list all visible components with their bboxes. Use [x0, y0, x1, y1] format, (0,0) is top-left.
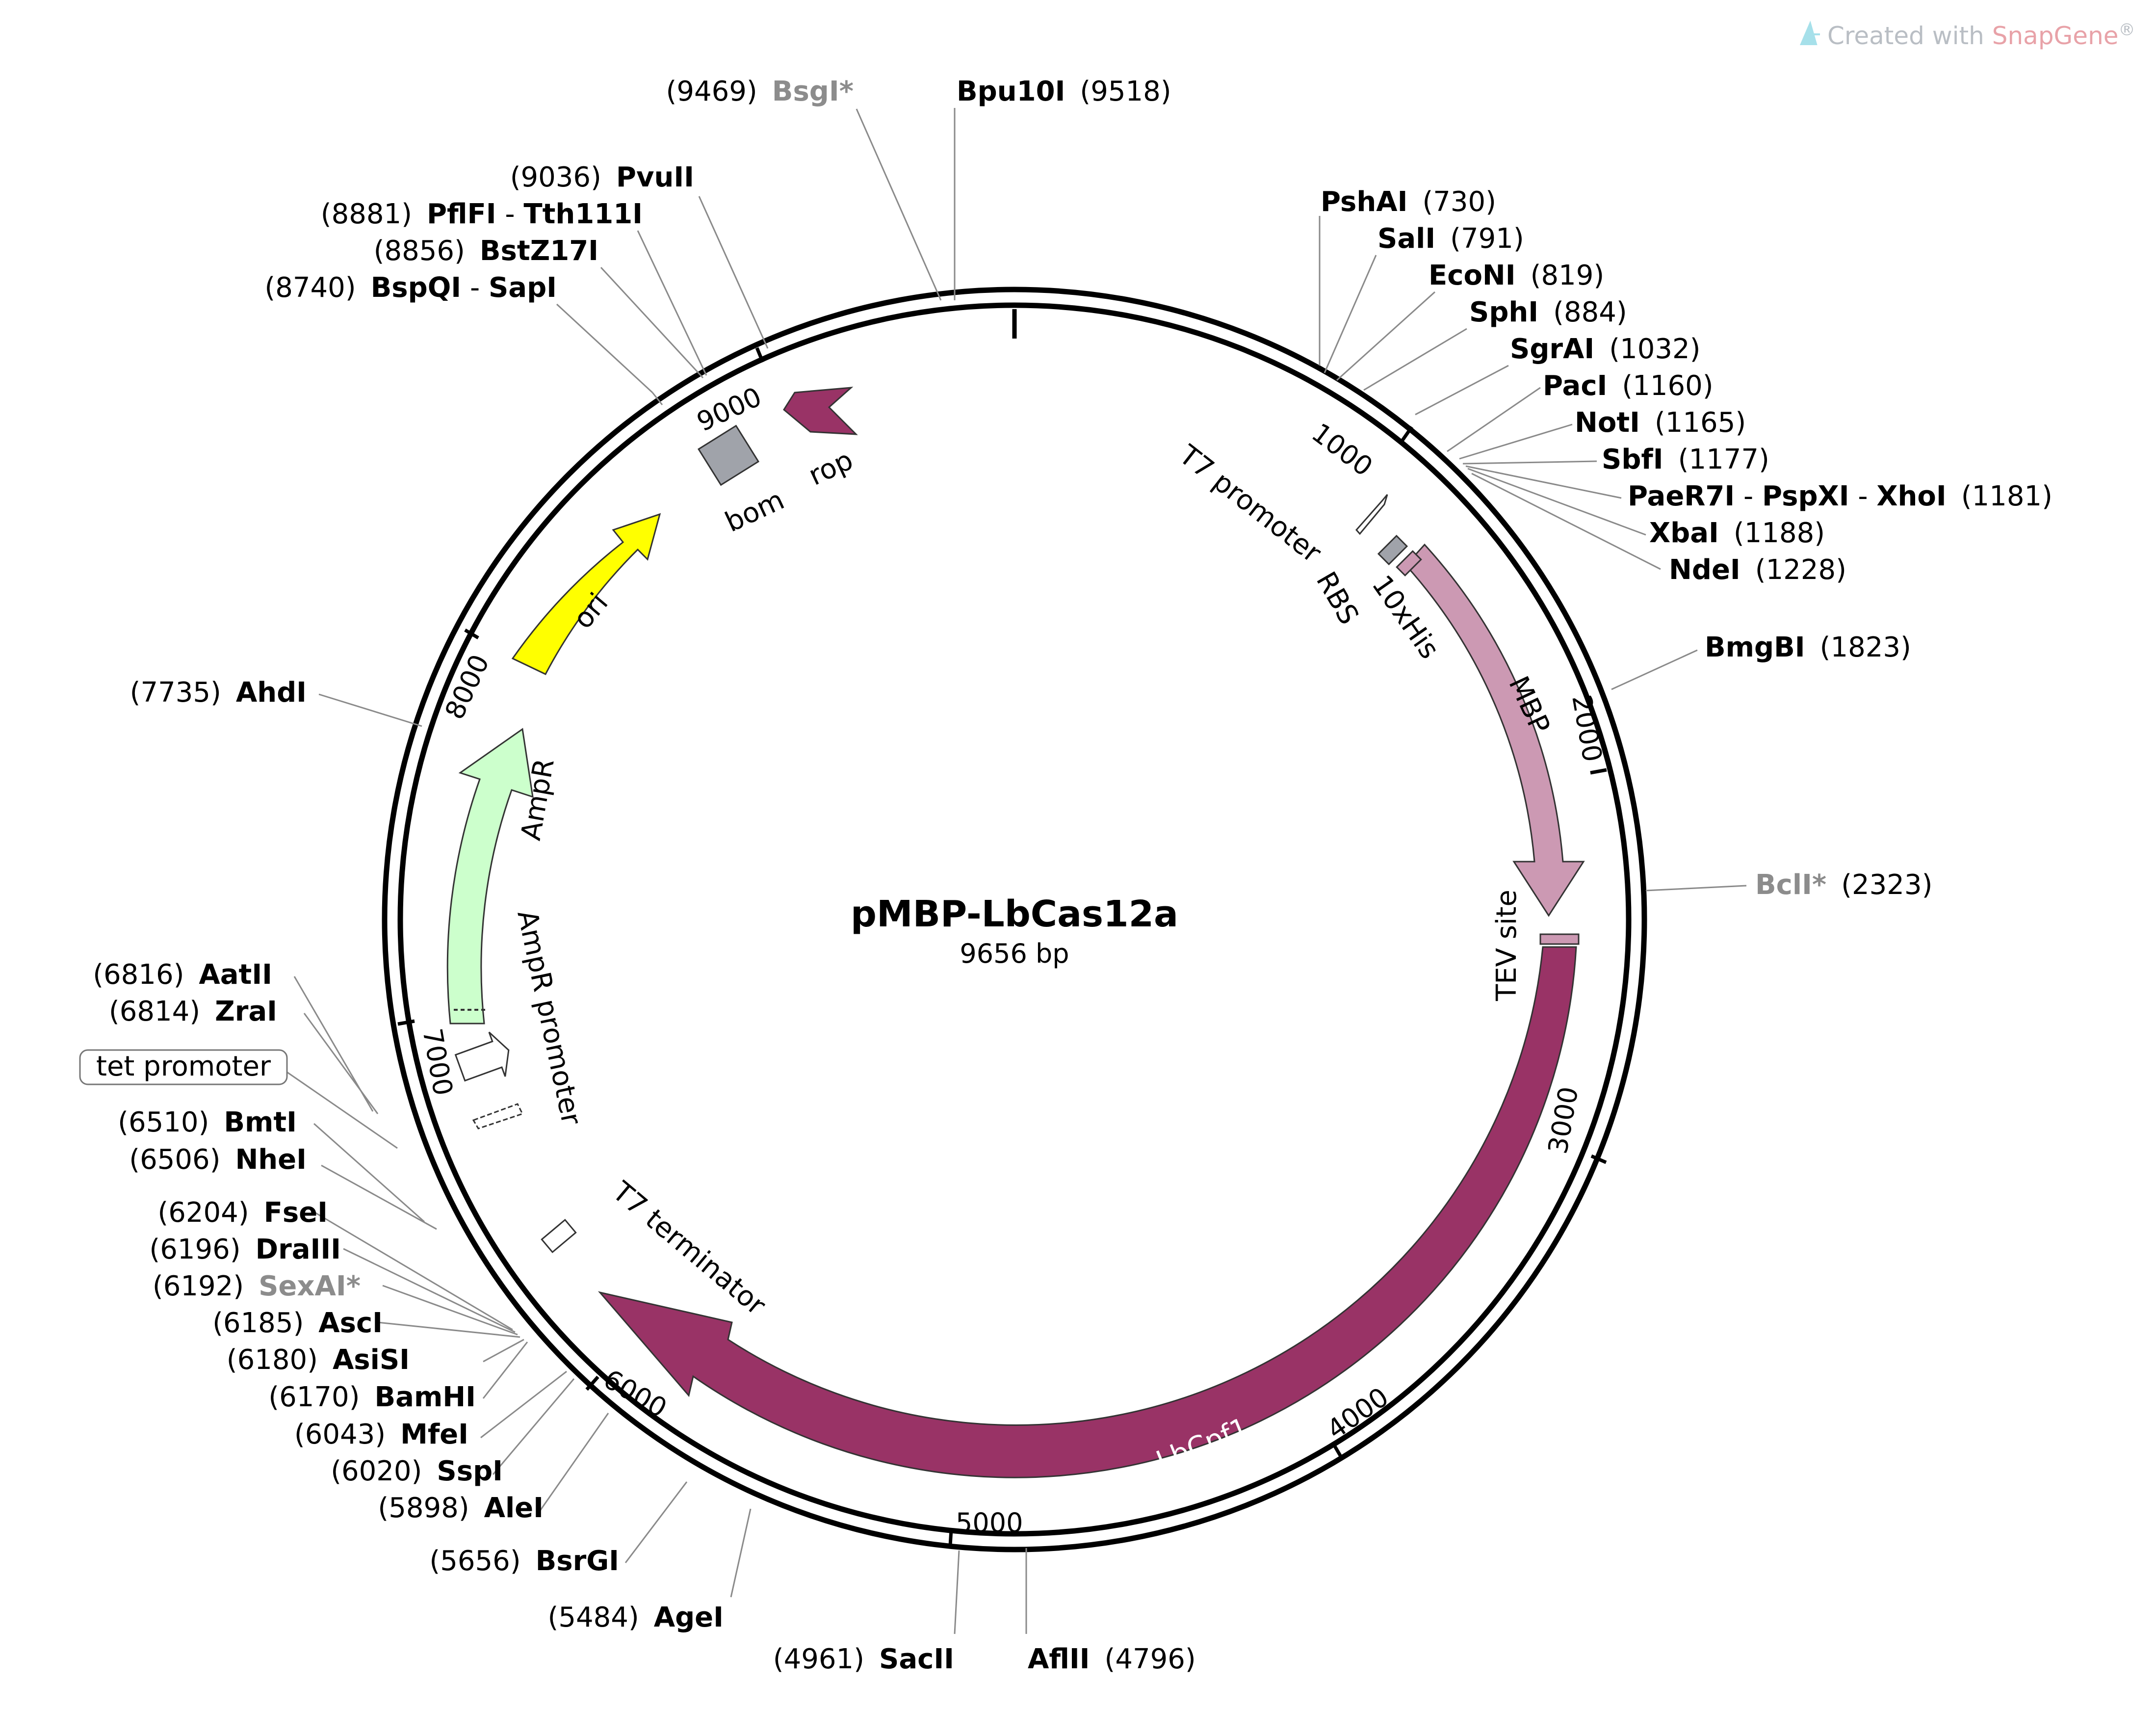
features [446, 387, 1585, 1478]
enzyme-bsrgi: (5656)BsrGI [429, 1545, 619, 1577]
enzyme-aflii: AflII(4796) [1028, 1643, 1196, 1675]
enzyme-aatii: (6816)AatII [93, 959, 272, 991]
enzyme-sgrai: SgrAI(1032) [1510, 333, 1700, 365]
enzyme-bpu10i: Bpu10I(9518) [957, 76, 1171, 107]
feature-t7-promoter[interactable] [1355, 494, 1388, 535]
feature-10xhis[interactable] [1377, 534, 1408, 566]
label-t7-promoter: T7 promoter [1173, 439, 1327, 569]
enzyme-labels: Bpu10I(9518) (9469)BsgI* (9036)PvuII (88… [79, 76, 2052, 1675]
enzyme-zrai: (6814)ZraI [109, 996, 277, 1027]
enzyme-bstz17i: (8856)BstZ17I [374, 235, 598, 267]
enzyme-bcli: BclI*(2323) [1755, 869, 1932, 901]
enzyme-bmgbi: BmgBI(1823) [1705, 631, 1911, 663]
tick-4000: 4000 [1321, 1381, 1394, 1445]
tick-1000: 1000 [1306, 417, 1378, 482]
enzyme-sexai: (6192)SexAI* [153, 1270, 361, 1302]
feature-mbp[interactable] [1404, 543, 1585, 917]
enzyme-nhei: (6506)NheI [129, 1144, 307, 1176]
enzyme-sbfi: SbfI(1177) [1602, 444, 1769, 475]
feature-t7-terminator[interactable] [541, 1218, 577, 1254]
tick-6000: 6000 [598, 1364, 673, 1424]
label-tet-promoter: tet promoter [96, 1051, 271, 1082]
enzyme-sacii: (4961)SacII [773, 1643, 954, 1675]
enzyme-xbai: XbaI(1188) [1649, 517, 1825, 549]
label-tev-site: TEV site [1491, 890, 1523, 1001]
enzyme-noti: NotI(1165) [1575, 407, 1746, 439]
enzyme-bamhi: (6170)BamHI [268, 1381, 476, 1413]
label-rbs: RBS [1310, 567, 1365, 630]
feature-tev-site[interactable] [1539, 933, 1580, 945]
label-ampr-promoter: AmpR promoter [511, 907, 587, 1128]
enzyme-bsgi: (9469)BsgI* [666, 76, 854, 107]
feature-ori[interactable] [511, 513, 661, 675]
enzyme-mfei: (6043)MfeI [294, 1419, 468, 1450]
enzyme-pflfi-tth111i: (8881)PflFI - Tth111I [321, 198, 643, 230]
plasmid-name: pMBP-LbCas12a [851, 893, 1178, 935]
enzyme-draiii: (6196)DraIII [149, 1234, 341, 1265]
label-bom: bom [720, 484, 789, 538]
enzyme-agei: (5484)AgeI [548, 1602, 724, 1633]
tet-promoter-label-box [79, 1049, 288, 1085]
label-rop: rop [804, 444, 857, 492]
enzyme-fsei: (6204)FseI [157, 1197, 328, 1229]
enzyme-asci: (6185)AscI [212, 1307, 383, 1339]
snapgene-logo-icon [1799, 21, 1820, 45]
snapgene-credit: Created with SnapGene® [1799, 20, 2135, 50]
feature-lbcpf1[interactable] [597, 946, 1577, 1478]
tick-2000: 2000 [1566, 692, 1608, 764]
tick-3000: 3000 [1542, 1084, 1585, 1156]
enzyme-sspi: (6020)SspI [331, 1455, 503, 1487]
backbone [382, 287, 1647, 1552]
enzyme-paci: PacI(1160) [1543, 370, 1714, 402]
enzyme-ahdi: (7735)AhdI [130, 677, 307, 709]
feature-ampr-promoter[interactable] [452, 1028, 517, 1090]
enzyme-bmti: (6510)BmtI [118, 1106, 297, 1138]
enzyme-econi: EcoNI(819) [1429, 260, 1604, 291]
enzyme-sali: SalI(791) [1377, 223, 1524, 255]
feature-bom[interactable] [697, 424, 760, 486]
feature-rop[interactable] [783, 387, 858, 435]
enzyme-ndei: NdeI(1228) [1669, 554, 1846, 586]
credit-text: Created with SnapGene® [1827, 20, 2135, 50]
tick-5000: 5000 [956, 1507, 1023, 1538]
feature-his-box[interactable] [1396, 550, 1422, 577]
enzyme-pvuii: (9036)PvuII [510, 161, 694, 193]
enzyme-pshai: PshAI(730) [1321, 186, 1496, 218]
enzyme-paer7i-pspxi-xhoi: PaeR7I - PspXI - XhoI(1181) [1628, 480, 2052, 512]
plasmid-length: 9656 bp [960, 938, 1069, 969]
feature-ampr[interactable] [446, 728, 534, 1025]
enzyme-sphi: SphI(884) [1469, 296, 1627, 328]
enzyme-asisi: (6180)AsiSI [227, 1344, 410, 1376]
enzyme-alei: (5898)AleI [378, 1492, 544, 1524]
leader-lines [286, 108, 1747, 1634]
feature-tet-promoter[interactable] [472, 1103, 524, 1130]
enzyme-bspqi-sapi: (8740)BspQI - SapI [264, 272, 557, 304]
